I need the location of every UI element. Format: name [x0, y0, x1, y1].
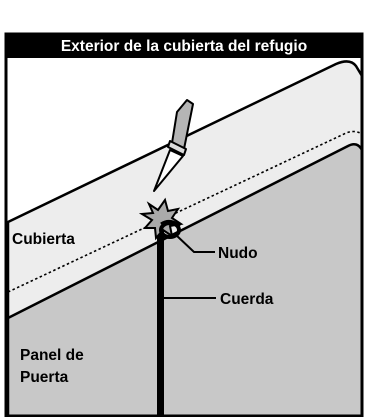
label-door-panel-line1: Panel de: [20, 347, 84, 364]
cord: [157, 226, 164, 417]
frame-border: [4, 32, 364, 417]
knot-leader-line: [175, 234, 215, 253]
label-knot: Nudo: [218, 245, 258, 262]
diagram-title: Exterior de la cubierta del refugio: [61, 38, 307, 55]
knot-icon: [138, 197, 184, 241]
knife-icon: [153, 99, 194, 192]
label-door-panel-line2: Puerta: [20, 369, 69, 386]
label-cord: Cuerda: [220, 291, 274, 308]
label-cover: Cubierta: [12, 231, 75, 248]
seam-line: [7, 130, 363, 293]
title-bar: [5, 33, 363, 58]
